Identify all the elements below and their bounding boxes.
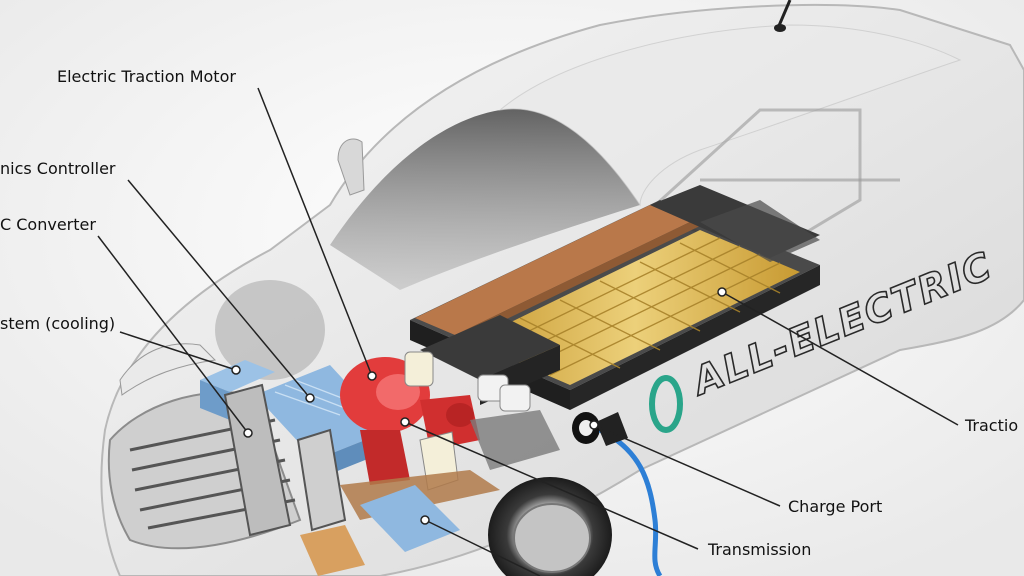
label-charge-port: Charge Port: [788, 497, 883, 516]
leader-charge-port: [593, 424, 781, 507]
label-traction-battery: Tractio: [965, 416, 1019, 435]
dot-power-controller: [305, 393, 315, 403]
dc-converter-unit: [200, 360, 275, 420]
dot-thermal-system: [231, 365, 241, 375]
charge-plug: [596, 412, 628, 446]
brand-logo: [649, 375, 683, 433]
dot-traction-battery: [717, 287, 727, 297]
label-transmission: Transmission: [708, 540, 812, 559]
label-traction-motor: Electric Traction Motor: [57, 67, 236, 86]
dot-transmission: [400, 417, 410, 427]
dot-lower-component: [420, 515, 430, 525]
leader-power-controller: [127, 179, 311, 399]
dot-traction-motor: [367, 371, 377, 381]
leader-dots: [231, 287, 727, 525]
lower-modules: [300, 485, 460, 576]
front-wheel: [215, 280, 612, 576]
leader-lower-component: [424, 519, 541, 576]
label-thermal-system: stem (cooling): [0, 314, 116, 333]
windshield: [330, 108, 640, 290]
radiator-plates: [223, 383, 347, 537]
leader-thermal-system: [119, 331, 237, 371]
leader-lines: [97, 87, 959, 576]
label-power-controller: nics Controller: [0, 159, 116, 178]
battery-pack: [410, 185, 820, 410]
dot-dc-converter: [243, 428, 253, 438]
charge-cable: [598, 427, 663, 576]
leader-transmission: [404, 421, 699, 550]
dot-charge-port: [589, 420, 599, 430]
leader-dc-converter: [97, 235, 249, 434]
side-mirror: [337, 138, 365, 196]
leader-traction-motor: [257, 87, 373, 377]
label-dc-converter: C Converter: [0, 215, 96, 234]
leader-traction-battery: [721, 291, 959, 426]
